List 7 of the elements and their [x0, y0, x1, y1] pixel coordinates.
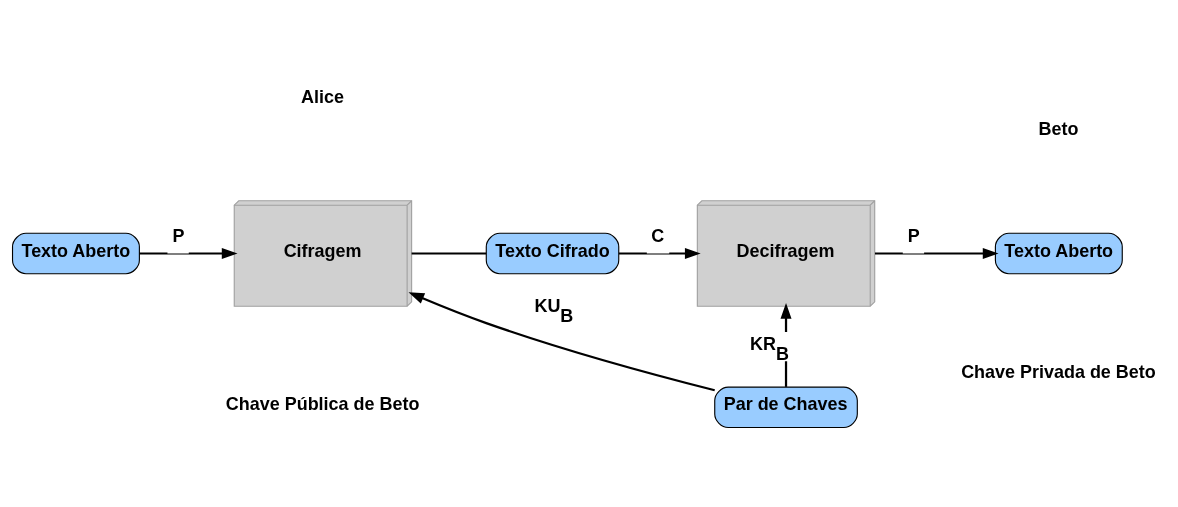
edge-label: C	[651, 226, 665, 247]
label: Alice	[301, 86, 344, 107]
label: Chave Pública de Beto	[225, 394, 420, 415]
label: Beto	[1038, 119, 1079, 140]
label: Chave Privada de Beto	[961, 361, 1156, 382]
edge-label: P	[172, 226, 185, 247]
edge-label: P	[907, 226, 920, 247]
